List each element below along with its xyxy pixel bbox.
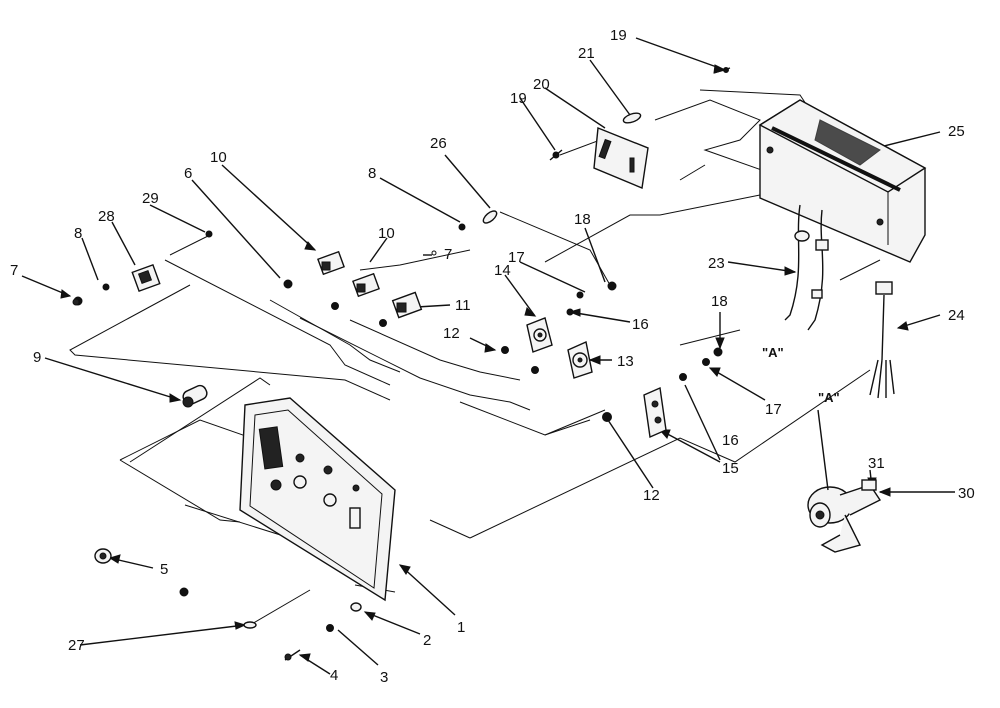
part-24-wire-harness: [869, 281, 895, 399]
callout-1: 1: [457, 619, 465, 636]
part-13-receptacle: [567, 341, 593, 379]
part-27-fuse: [243, 621, 257, 629]
part-4-screw: [284, 649, 301, 661]
callout-8-center: 8: [368, 165, 376, 182]
callout-4: 4: [330, 667, 338, 684]
connector-label-a-left: "A": [762, 345, 784, 360]
components: [72, 67, 927, 661]
callout-10-lower: 10: [378, 225, 395, 242]
connector-label-a-right: "A": [818, 390, 840, 405]
callout-23: 23: [708, 255, 725, 272]
part-7-screw: [72, 298, 80, 306]
part-10-breaker-lower: [352, 272, 380, 298]
callout-16-right: 16: [722, 432, 739, 449]
part-28-receptacle: [131, 263, 161, 293]
callout-12-right: 12: [643, 487, 660, 504]
part-23-wire-harness: [784, 204, 829, 331]
callout-19-upper: 19: [610, 27, 627, 44]
part-21-component: [622, 112, 642, 124]
callout-7-center: 7: [444, 246, 452, 263]
callout-12-left: 12: [443, 325, 460, 342]
callout-25: 25: [948, 123, 965, 140]
callout-27: 27: [68, 637, 85, 654]
callout-9: 9: [33, 349, 41, 366]
callout-14: 14: [494, 262, 511, 279]
callout-28: 28: [98, 208, 115, 225]
callout-24: 24: [948, 307, 965, 324]
callout-30: 30: [958, 485, 975, 502]
control-panel: [239, 397, 396, 602]
callout-17-right: 17: [765, 401, 782, 418]
part-2-washer: [350, 602, 362, 612]
wiring-outlines: [69, 89, 881, 626]
callout-2: 2: [423, 632, 431, 649]
part-26-clip: [431, 210, 498, 256]
callout-6: 6: [184, 165, 192, 182]
callout-20: 20: [533, 76, 550, 93]
callout-29: 29: [142, 190, 159, 207]
part-19-screw-upper: [713, 67, 731, 74]
callout-7-left: 7: [10, 262, 18, 279]
callout-17-center: 17: [508, 249, 525, 266]
part-11-breaker: [391, 291, 423, 319]
callout-18-right: 18: [711, 293, 728, 310]
part-14-receptacle: [526, 317, 553, 353]
callout-18-center: 18: [574, 211, 591, 228]
callout-31: 31: [868, 455, 885, 472]
part-30-solenoid-valve: [807, 409, 882, 553]
callout-16-center: 16: [632, 316, 649, 333]
hardware-dots: [73, 67, 729, 632]
callout-13: 13: [617, 353, 634, 370]
part-10-breaker-upper: [317, 250, 345, 276]
part-25-control-box: [758, 99, 927, 263]
callout-21: 21: [578, 45, 595, 62]
callout-3: 3: [380, 669, 388, 686]
part-15-duplex-outlet: [643, 386, 667, 439]
part-5-plug: [94, 548, 112, 564]
callout-10-upper: 10: [210, 149, 227, 166]
part-31-fitting: [861, 479, 877, 491]
callout-8-left: 8: [74, 225, 82, 242]
part-20-circuit-board: [593, 127, 649, 189]
callout-15: 15: [722, 460, 739, 477]
callout-11: 11: [455, 297, 471, 314]
callout-5: 5: [160, 561, 168, 578]
callout-19-lower: 19: [510, 90, 527, 107]
part-9-component: [182, 384, 208, 408]
part-19-screw-lower: [549, 149, 563, 161]
callout-labels: 1 2 3 4 5 6 7 7 8 8 9 10 10 11 12 12 13 …: [10, 27, 975, 686]
callout-26: 26: [430, 135, 447, 152]
